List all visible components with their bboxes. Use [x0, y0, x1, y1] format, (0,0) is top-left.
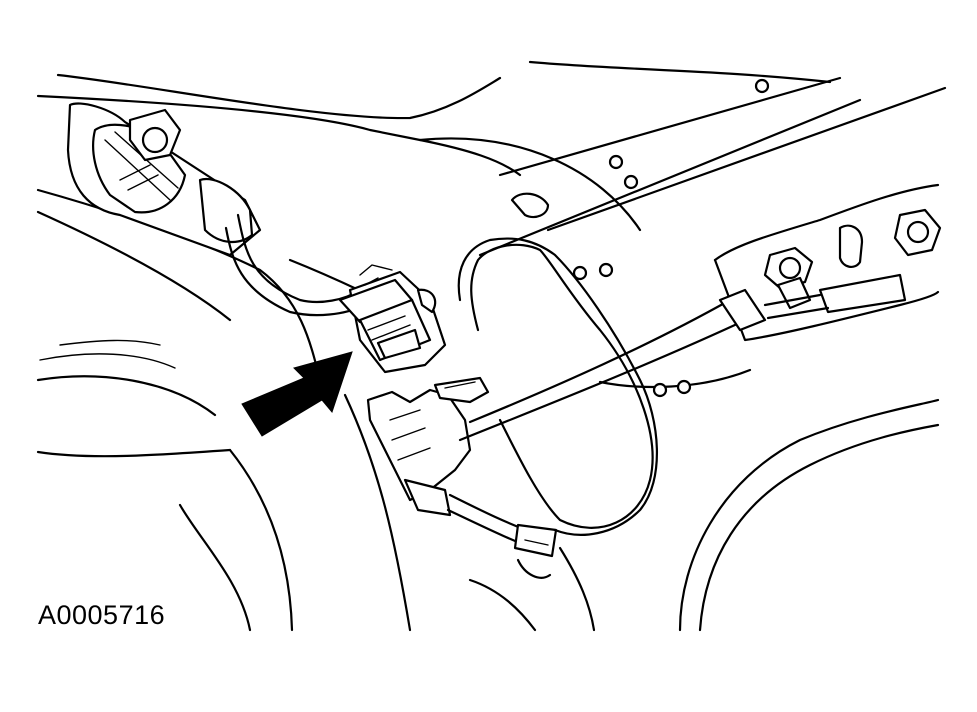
panel-holes: [510, 78, 770, 398]
arrow-icon: [241, 351, 353, 437]
figure-id-label: A0005716: [38, 600, 166, 630]
mounting-bracket: [713, 183, 942, 342]
body-panel-outlines: [36, 60, 947, 632]
hose-clamp: [66, 102, 367, 317]
electrical-connector: [338, 264, 447, 374]
wiring-harness: [366, 376, 558, 579]
sensor-cable: [457, 237, 752, 536]
